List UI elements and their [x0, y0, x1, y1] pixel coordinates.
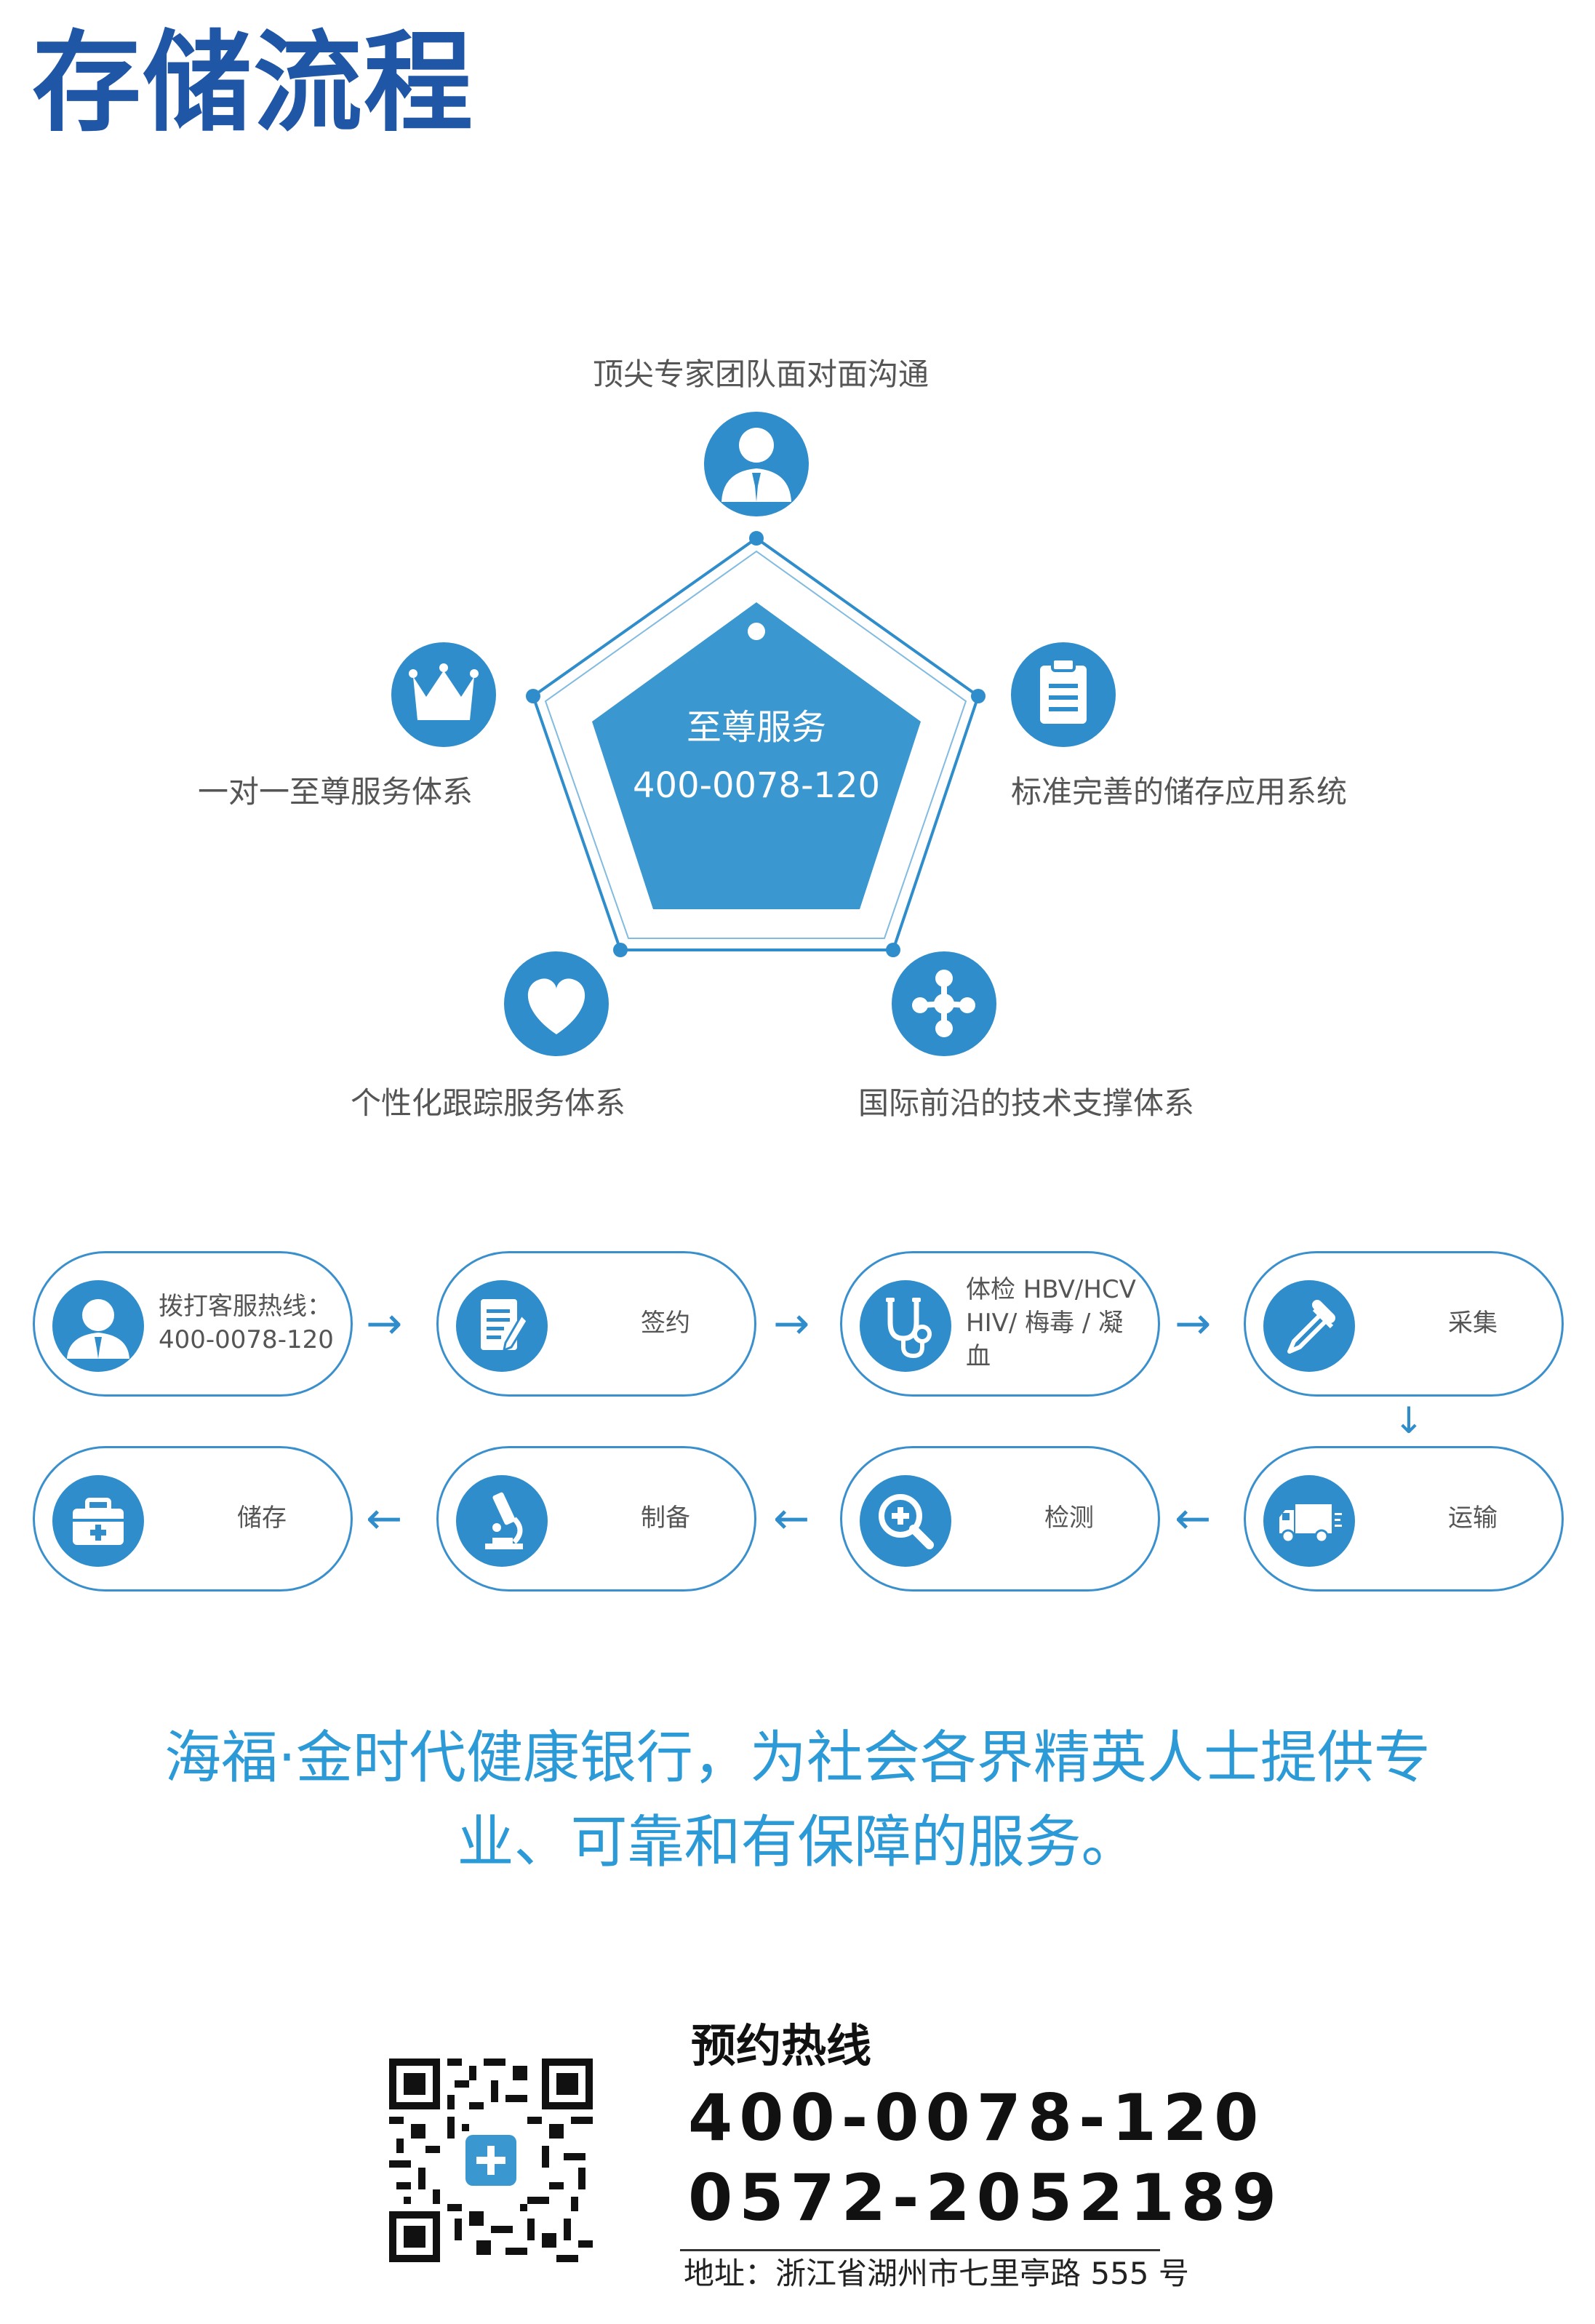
center-title: 至尊服务	[686, 707, 826, 748]
address-text: 地址：浙江省湖州市七里亭路 555 号	[684, 2256, 1189, 2291]
arrow-right: →	[366, 1298, 403, 1349]
step-label: 制备	[641, 1504, 690, 1533]
pentagon-vertex-dot	[526, 689, 540, 703]
pentagon-label-right: 标准完善的储存应用系统	[1011, 774, 1348, 810]
pentagon-vertex-dot	[971, 689, 986, 703]
process-step: 运输	[1244, 1446, 1564, 1592]
hotline-phone-2: 0572-2052189	[688, 2160, 1284, 2235]
pentagon-inner-outline	[544, 550, 967, 939]
dropper-icon	[1263, 1280, 1355, 1372]
arrow-left: ←	[773, 1493, 810, 1544]
stethoscope-icon	[860, 1280, 951, 1372]
arrow-right: →	[1175, 1298, 1212, 1349]
address-divider	[680, 2249, 1160, 2251]
hotline-phone-1: 400-0078-120	[688, 2080, 1266, 2155]
pentagon-label-left: 一对一至尊服务体系	[198, 774, 473, 810]
step-label: 拨打客服热线：	[159, 1292, 332, 1322]
slogan-line-1: 海福·金时代健康银行，为社会各界精英人士提供专	[164, 1725, 1431, 1791]
crown-icon	[391, 642, 496, 747]
pentagon-label-top: 顶尖专家团队面对面沟通	[593, 356, 930, 392]
pentagon-center	[592, 602, 921, 909]
process-step: 采集	[1244, 1251, 1564, 1397]
process-step: 拨打客服热线： 400-0078-120	[33, 1251, 353, 1397]
expert-person-icon	[704, 412, 809, 516]
clipboard-icon	[1011, 642, 1116, 747]
pentagon-center-dot	[748, 623, 765, 640]
arrow-left: ←	[366, 1493, 403, 1544]
heart-icon	[504, 951, 609, 1056]
customer-service-icon	[52, 1280, 144, 1372]
slogan-line-2: 业、可靠和有保障的服务。	[457, 1810, 1138, 1875]
process-step: 体检 HBV/HCV HIV/ 梅毒 / 凝血	[840, 1251, 1160, 1397]
step-label: 采集	[1448, 1309, 1498, 1338]
pentagon-label-bottom-right: 国际前沿的技术支撑体系	[858, 1085, 1195, 1121]
center-phone: 400-0078-120	[633, 765, 881, 806]
process-step: 制备	[436, 1446, 756, 1592]
qr-code-icon	[389, 2059, 593, 2262]
step-label: 运输	[1448, 1504, 1498, 1533]
step-label: 400-0078-120	[159, 1325, 334, 1354]
molecule-icon	[892, 951, 996, 1056]
hotline-title: 预约热线	[691, 2019, 872, 2072]
arrow-right: →	[773, 1298, 810, 1349]
process-step: 储存	[33, 1446, 353, 1592]
pentagon-vertex-dot	[613, 943, 628, 957]
process-step: 检测	[840, 1446, 1160, 1592]
pentagon-outline	[531, 536, 980, 951]
contract-icon	[456, 1280, 548, 1372]
process-step: 签约	[436, 1251, 756, 1397]
truck-icon	[1263, 1475, 1355, 1567]
step-label: 储存	[237, 1504, 287, 1533]
step-label: 体检 HBV/HCV	[966, 1275, 1136, 1305]
arrow-down: ↓	[1394, 1399, 1424, 1442]
step-label: 签约	[641, 1309, 690, 1338]
medical-kit-icon	[52, 1475, 144, 1567]
arrow-left: ←	[1175, 1493, 1212, 1544]
step-label: 检测	[1044, 1504, 1094, 1533]
step-label: HIV/ 梅毒 / 凝血	[966, 1309, 1124, 1371]
microscope-icon	[456, 1475, 548, 1567]
pentagon-vertex-dot	[749, 531, 764, 546]
magnifier-icon	[860, 1475, 951, 1567]
pentagon-vertex-dot	[886, 943, 900, 957]
page-title: 存储流程	[32, 20, 475, 147]
pentagon-label-bottom-left: 个性化跟踪服务体系	[351, 1085, 626, 1121]
